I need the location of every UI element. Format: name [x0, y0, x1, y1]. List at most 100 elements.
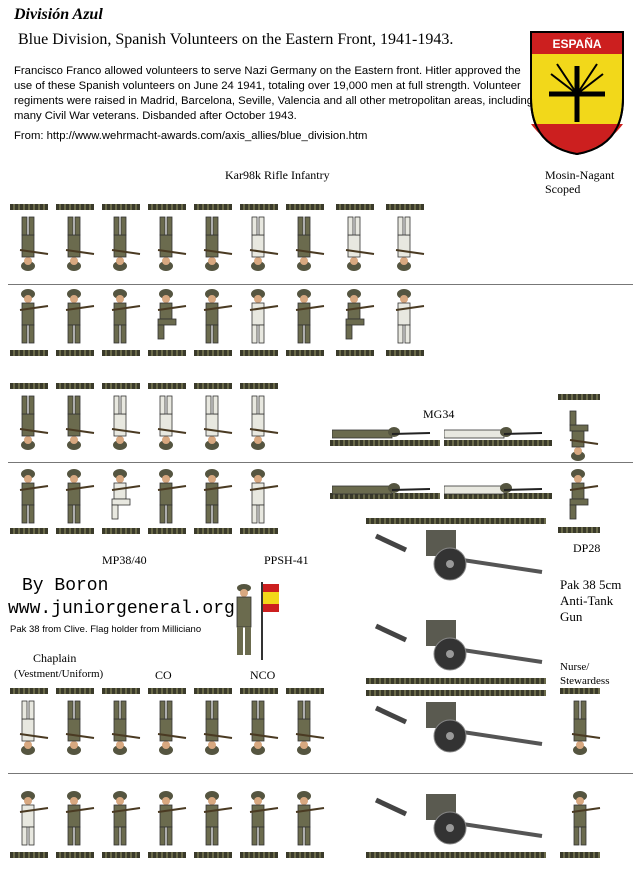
figure-base — [240, 350, 278, 356]
figure-base — [148, 204, 186, 210]
figure-base — [102, 688, 140, 694]
soldier-figure — [157, 700, 187, 755]
figure-base — [56, 528, 94, 534]
figure-base — [194, 852, 232, 858]
soldier-figure — [65, 700, 95, 755]
soldier-figure — [295, 216, 325, 271]
label-co: CO — [155, 668, 172, 682]
soldier-figure — [203, 700, 233, 755]
figure-base — [148, 528, 186, 534]
figure-base — [10, 852, 48, 858]
figure-base — [336, 350, 374, 356]
figure-base — [330, 440, 440, 446]
figure-base — [102, 204, 140, 210]
label-nurse-2: Stewardess — [560, 675, 610, 687]
pak38-gun-figure — [374, 620, 543, 671]
soldier-figure — [65, 791, 95, 846]
figure-base — [240, 528, 278, 534]
source-link[interactable]: From: http://www.wehrmacht-awards.com/ax… — [14, 130, 368, 142]
figure-base — [240, 204, 278, 210]
flag-holder-figure — [236, 582, 279, 660]
soldier-figure — [295, 289, 325, 344]
winter-soldier-figure — [19, 700, 49, 755]
winter-soldier-figure — [249, 289, 279, 344]
figure-base — [10, 350, 48, 356]
figure-base — [102, 350, 140, 356]
soldier-figure — [19, 469, 49, 524]
soldier-figure — [203, 216, 233, 271]
figure-base — [10, 688, 48, 694]
label-pak-3: Gun — [560, 609, 583, 624]
figure-base — [194, 528, 232, 534]
soldier-figure — [65, 289, 95, 344]
winter-soldier-figure — [345, 216, 375, 271]
soldier-figure — [111, 289, 141, 344]
row-divider — [8, 284, 633, 285]
mg-team-figure — [444, 427, 543, 439]
figure-base — [366, 678, 546, 684]
figure-base — [240, 852, 278, 858]
figure-base — [560, 852, 600, 858]
soldier-figure — [157, 289, 187, 340]
figure-base — [148, 852, 186, 858]
figure-base — [558, 394, 600, 400]
figure-base — [286, 204, 324, 210]
soldier-figure — [157, 216, 187, 271]
figure-base — [148, 688, 186, 694]
soldier-figure — [569, 469, 599, 520]
label-pak-2: Anti-Tank — [560, 593, 614, 608]
intro-text: Francisco Franco allowed volunteers to s… — [14, 65, 534, 122]
winter-soldier-figure — [19, 791, 49, 846]
soldier-figure — [249, 700, 279, 755]
soldier-figure — [19, 289, 49, 344]
pak38-gun-figure — [374, 794, 543, 845]
pak38-gun-figure — [374, 702, 543, 753]
figure-base — [366, 690, 546, 696]
figure-base — [56, 350, 94, 356]
figure-base — [10, 204, 48, 210]
label-dp28: DP28 — [573, 541, 601, 555]
figure-base — [194, 383, 232, 389]
label-pak-1: Pak 38 5cm — [560, 577, 622, 592]
soldier-figure — [295, 791, 325, 846]
soldier-figure — [569, 410, 599, 461]
figure-base — [56, 204, 94, 210]
winter-soldier-figure — [395, 289, 425, 344]
soldier-figure — [203, 289, 233, 344]
figure-base — [102, 383, 140, 389]
figure-base — [194, 204, 232, 210]
mg-team-figure — [332, 427, 431, 439]
label-nurse-1: Nurse/ — [560, 661, 590, 673]
winter-soldier-figure — [203, 395, 233, 450]
figure-base — [10, 528, 48, 534]
soldier-figure — [157, 791, 187, 846]
site-link[interactable]: www.juniorgeneral.org — [8, 599, 235, 619]
soldier-figure — [111, 216, 141, 271]
soldier-figure — [345, 289, 375, 340]
winter-soldier-figure — [157, 395, 187, 450]
figure-base — [240, 383, 278, 389]
soldier-figure — [157, 469, 187, 524]
soldier-figure — [249, 791, 279, 846]
figure-base — [444, 493, 552, 499]
figure-base — [102, 852, 140, 858]
figure-base — [286, 688, 324, 694]
label-chaplain-sub: (Vestment/Uniform) — [14, 668, 104, 680]
winter-soldier-figure — [111, 469, 141, 520]
figure-base — [366, 518, 546, 524]
soldier-figure — [203, 791, 233, 846]
soldier-figure — [19, 395, 49, 450]
figure-base — [148, 383, 186, 389]
label-mosin-sub: Scoped — [545, 182, 581, 196]
winter-soldier-figure — [249, 395, 279, 450]
figure-base — [10, 383, 48, 389]
figure-base — [560, 688, 600, 694]
figure-base — [286, 350, 324, 356]
figure-base — [194, 688, 232, 694]
espana-shield-icon: ESPAÑA — [530, 31, 624, 156]
author-credit: By Boron — [22, 576, 109, 596]
winter-soldier-figure — [249, 469, 279, 524]
row-divider — [8, 773, 633, 774]
label-mp38: MP38/40 — [102, 553, 147, 567]
figure-base — [558, 527, 600, 533]
